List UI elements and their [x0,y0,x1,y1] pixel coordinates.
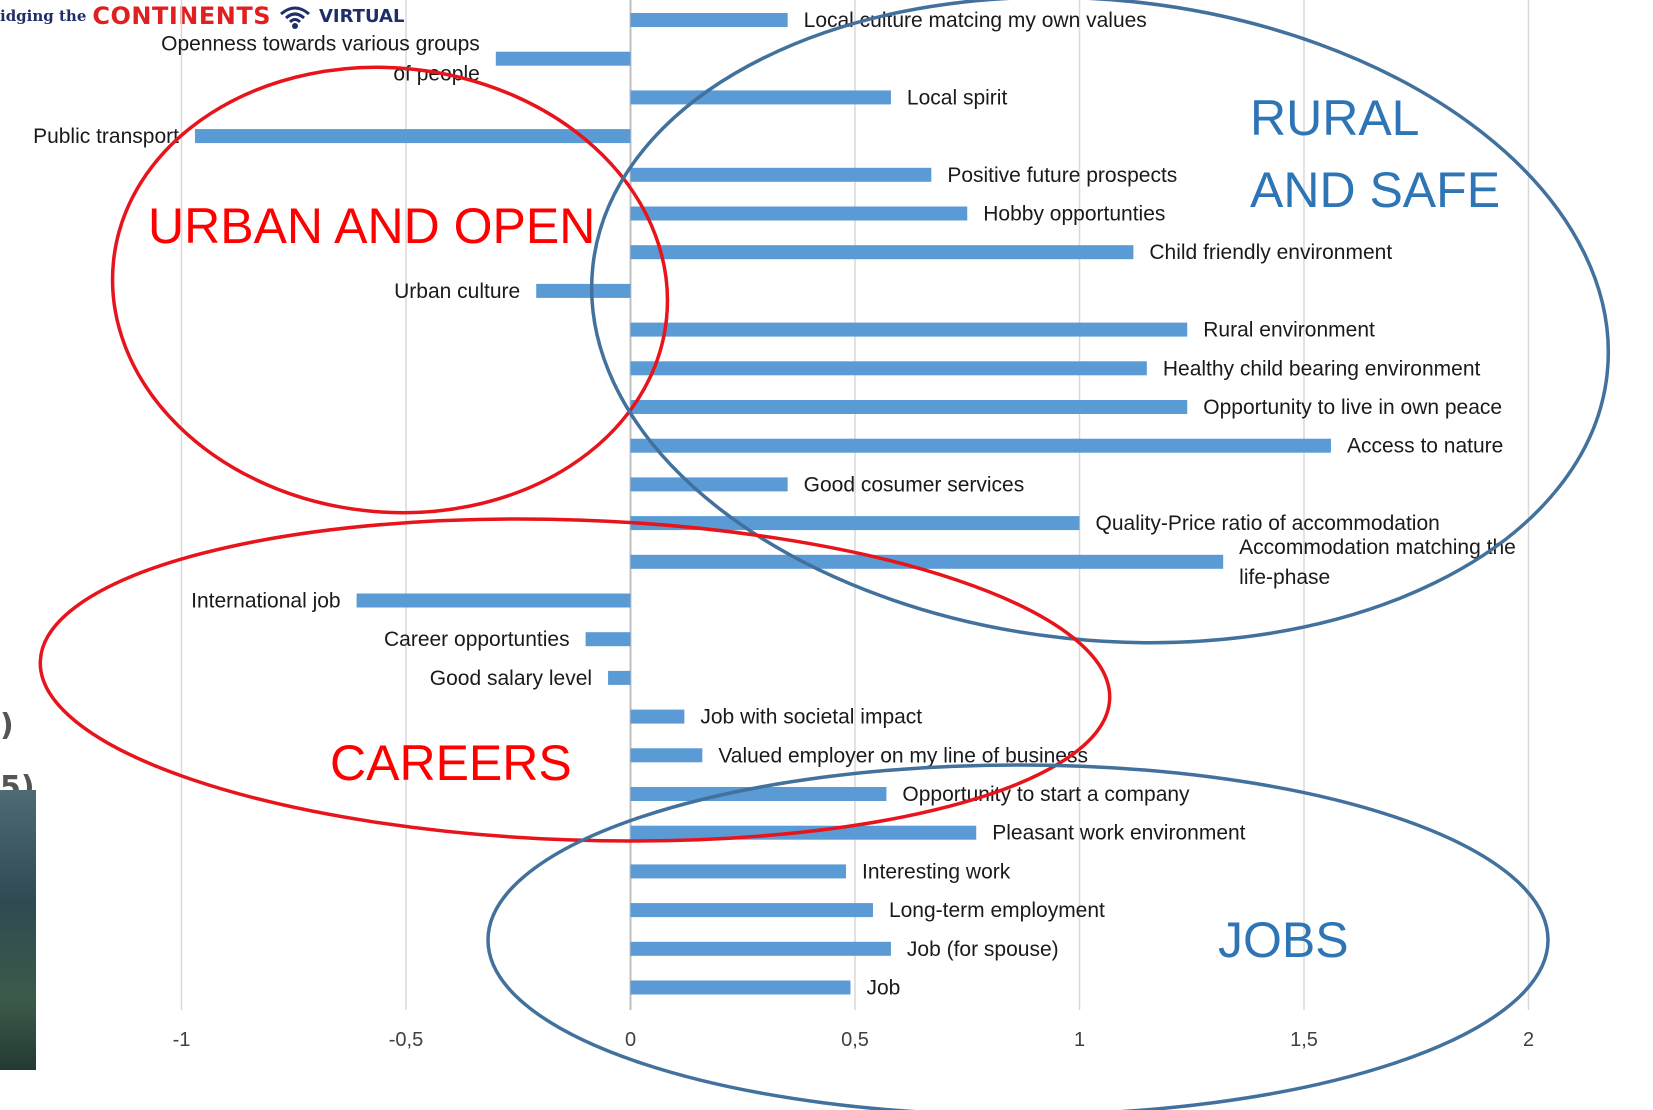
bar [630,941,891,956]
data-label: Accommodation matching the [1239,536,1516,559]
bar [608,670,631,685]
bar [630,400,1188,414]
side-photo [0,790,36,1070]
data-label: Urban culture [394,280,520,303]
data-label: Good cosumer services [804,473,1025,496]
bar [630,477,788,492]
data-label: Opportunity to start a company [902,783,1190,806]
data-label: Access to nature [1347,435,1503,458]
logo-small-text: idging the [0,7,87,25]
x-tick-label: 1 [1074,1029,1085,1051]
data-label: Job [867,977,901,1000]
data-label: Local culture matcing my own values [804,9,1147,32]
bar [356,593,631,608]
data-label: Long-term employment [889,899,1105,922]
x-tick-label: 0 [625,1029,636,1051]
group-label-jobs: JOBS [1218,912,1349,968]
logo-virtual-text: VIRTUAL [319,5,405,27]
data-label: Good salary level [430,667,592,690]
group-label-careers: CAREERS [330,735,572,791]
bar [630,748,703,763]
bar [630,709,685,724]
bar [630,167,932,182]
bar [630,361,1147,376]
bar [194,129,631,144]
x-tick-label: 2 [1523,1029,1534,1051]
data-label: Interesting work [862,860,1011,883]
group-label-rural-and-safe: AND SAFE [1250,162,1500,218]
bar [630,554,1224,569]
bar [495,51,631,66]
data-label: Job (for spouse) [907,938,1059,961]
data-label: Job with societal impact [700,706,922,729]
group-label-rural-and-safe: RURAL [1250,90,1419,146]
data-label: Hobby opportunties [983,203,1165,226]
jobs-ellipse [486,763,1550,1110]
group-label-urban-and-open: URBAN AND OPEN [148,198,595,254]
data-label: Rural environment [1203,319,1375,342]
wifi-icon [280,6,310,29]
bar [630,438,1331,453]
bar [630,864,847,879]
bar [630,322,1188,337]
careers-ellipse [38,517,1112,843]
bar [630,206,968,221]
data-label: Child friendly environment [1149,241,1392,264]
data-label: life-phase [1239,566,1330,589]
bar [630,980,851,995]
x-tick-label: -0,5 [389,1029,423,1051]
rural-and-safe-ellipse [589,0,1611,645]
bar [536,283,631,298]
data-label: Pleasant work environment [992,822,1245,845]
data-label: International job [191,590,340,613]
bar [630,245,1134,260]
data-label: Public transport [33,125,179,148]
data-label: Career opportunties [384,628,570,651]
data-label: Positive future prospects [947,164,1177,187]
bar [630,903,873,918]
bar [630,787,887,801]
bar [585,632,631,647]
data-label: Quality-Price ratio of accommodation [1096,512,1440,535]
urban-and-open-ellipse [110,65,670,515]
data-label: Opportunity to live in own peace [1203,396,1502,419]
x-tick-label: 0,5 [841,1029,869,1051]
bar [630,90,891,105]
data-label: Openness towards various groups [161,33,480,56]
data-label: Healthy child bearing environment [1163,357,1481,380]
bar [630,13,788,27]
side-text-fragment-1: ) [0,708,14,743]
data-label: Local spirit [907,86,1008,109]
x-tick-label: -1 [173,1029,191,1051]
data-label: Valued employer on my line of business [718,744,1088,767]
x-tick-label: 1,5 [1290,1029,1318,1051]
